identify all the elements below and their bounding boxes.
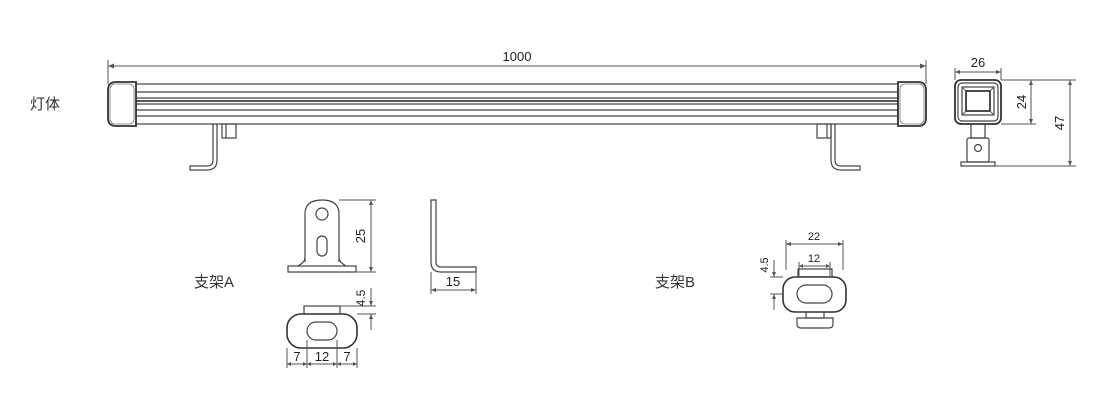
dim-length: 1000 — [503, 49, 532, 64]
lamp-body-label: 灯体 — [30, 96, 61, 113]
lamp-end-view: 26 24 47 — [954, 55, 1076, 167]
bracket-a-label: 支架A — [194, 274, 235, 291]
dim-bracket-a-slot-left: 7 — [293, 349, 300, 364]
end-cap-right — [897, 81, 927, 127]
lamp-side-view: 1000 — [107, 49, 927, 171]
dim-bracket-b-width: 22 — [808, 231, 820, 243]
end-cap-left — [107, 81, 137, 127]
dim-bracket-a-height: 25 — [353, 229, 368, 243]
dim-end-height-inner: 24 — [1014, 95, 1029, 109]
bracket-b-view: 22 12 4.5 — [759, 231, 847, 329]
dim-end-width: 26 — [971, 55, 985, 70]
bracket-a-front-view: 25 — [287, 199, 376, 273]
bracket-a-side-view: 15 — [430, 199, 477, 294]
side-bracket-right — [816, 123, 861, 171]
bracket-b-label: 支架B — [655, 274, 696, 291]
dim-bracket-b-thickness: 4.5 — [759, 257, 771, 272]
dim-end-height-total: 47 — [1052, 116, 1067, 130]
dim-bracket-a-depth: 15 — [446, 274, 460, 289]
side-bracket-left — [189, 123, 237, 171]
bracket-a-top-view: 7 12 7 4.5 — [286, 288, 376, 368]
dim-bracket-a-slot-right: 7 — [343, 349, 350, 364]
dim-bracket-a-slot: 12 — [315, 349, 329, 364]
dim-bracket-a-thickness: 4.5 — [354, 289, 368, 306]
dim-bracket-b-slot: 12 — [808, 253, 820, 265]
